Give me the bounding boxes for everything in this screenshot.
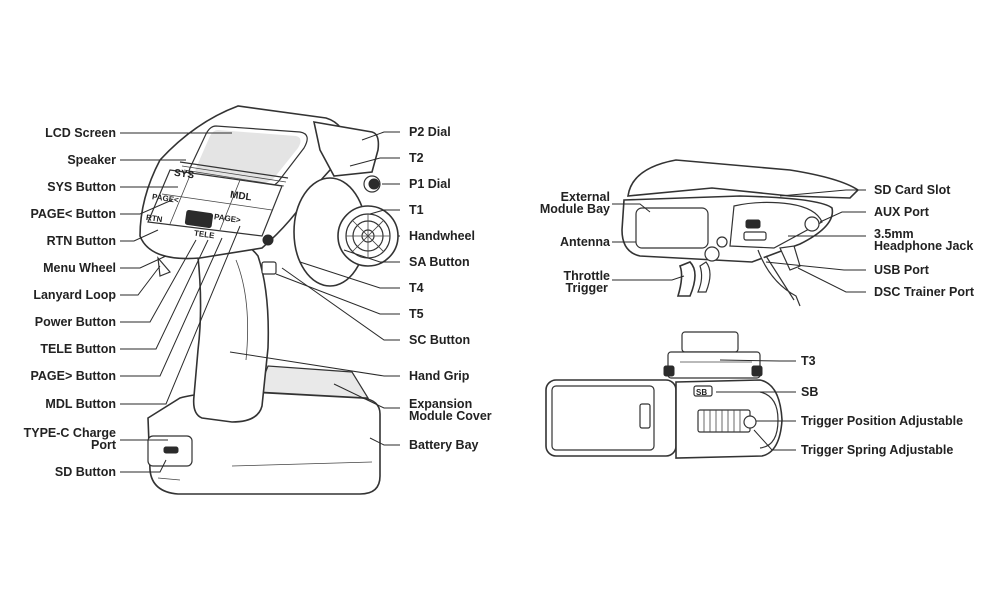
label-p2-dial: P2 Dial (409, 125, 451, 139)
label-lanyard-loop: Lanyard Loop (33, 288, 116, 302)
label-type-c-charge-port: TYPE-C Charge Port (23, 426, 116, 452)
label-speaker: Speaker (67, 153, 116, 167)
mdl-key-text: MDL (229, 189, 253, 204)
label-battery-bay: Battery Bay (409, 438, 479, 452)
label-t3: T3 (801, 354, 816, 368)
label-expansion-module-cover: Expansion Module Cover (409, 397, 492, 423)
label-t4: T4 (409, 281, 424, 295)
back-view-leaders (612, 189, 866, 293)
tele-key-text: TELE (193, 228, 215, 241)
label-lcd-screen: LCD Screen (45, 126, 116, 140)
label-sd-card-slot: SD Card Slot (874, 183, 951, 197)
label-handwheel: Handwheel (409, 229, 475, 243)
label-sys-button: SYS Button (47, 180, 116, 194)
label-mdl-button: MDL Button (45, 397, 116, 411)
label-t5: T5 (409, 307, 424, 321)
label-sd-button: SD Button (54, 465, 116, 479)
label-t2: T2 (409, 151, 424, 165)
label-tele-button: TELE Button (40, 342, 116, 356)
sys-key-text: SYS (173, 167, 195, 182)
label-p1-dial: P1 Dial (409, 177, 451, 191)
back-view-drawing (621, 159, 860, 307)
label-usb-port: USB Port (874, 263, 929, 277)
label-t1: T1 (409, 203, 424, 217)
rtn-key-text: RTN (145, 212, 163, 225)
label-external-module-bay: External Module Bay (539, 190, 610, 216)
label-dsc-trainer-port: DSC Trainer Port (874, 285, 975, 299)
label-sc-button: SC Button (409, 333, 471, 347)
label-trigger-spring-adjustable: Trigger Spring Adjustable (801, 443, 954, 457)
sb-tag-text: SB (696, 388, 708, 397)
label-page-left-button: PAGE< Button (30, 207, 116, 221)
label-aux-port: AUX Port (874, 205, 929, 219)
top-view-leaders (716, 359, 796, 451)
label-sb: SB (801, 385, 819, 399)
label-throttle-trigger: Throttle Trigger (563, 269, 610, 295)
label-hand-grip: Hand Grip (409, 369, 470, 383)
label-trigger-position-adjustable: Trigger Position Adjustable (801, 414, 964, 428)
main-left-leaders (120, 132, 241, 473)
label-menu-wheel: Menu Wheel (43, 261, 116, 275)
label-headphone-jack: 3.5mm Headphone Jack (874, 227, 974, 253)
label-rtn-button: RTN Button (46, 234, 116, 248)
label-power-button: Power Button (34, 315, 116, 329)
top-view-drawing (545, 331, 783, 459)
label-page-right-button: PAGE> Button (30, 369, 116, 383)
label-sa-button: SA Button (409, 255, 470, 269)
label-antenna: Antenna (560, 235, 610, 249)
main-right-leaders (229, 131, 400, 446)
main-transmitter-drawing (139, 105, 399, 495)
